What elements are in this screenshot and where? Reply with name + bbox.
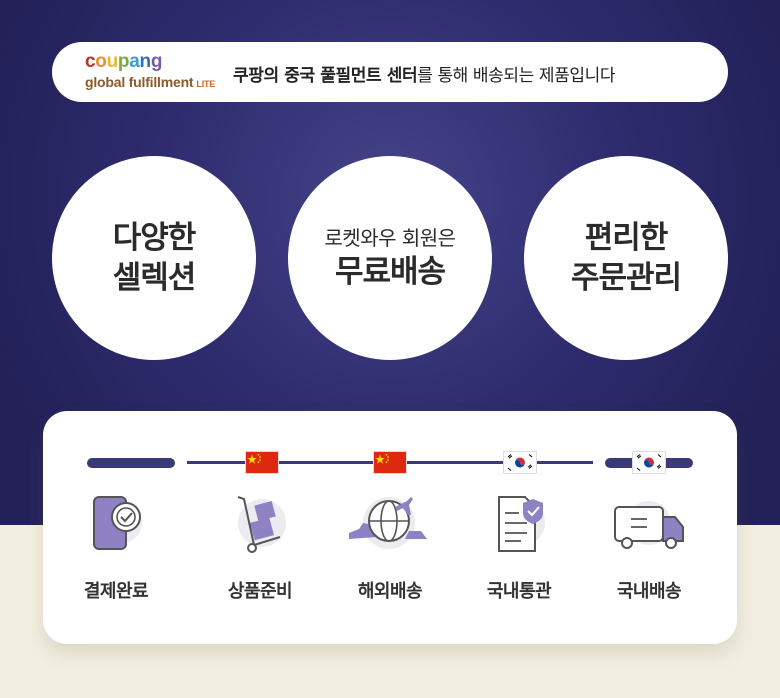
step-label: 국내통관 [486, 581, 552, 602]
feature-circle-order-management: 편리한 주문관리 [524, 156, 728, 360]
process-step-domestic-delivery: 국내배송 [586, 493, 712, 603]
feature-small-text: 로켓와우 회원은 [324, 226, 456, 250]
china-flag-icon [245, 451, 279, 474]
feature-circle-free-shipping: 로켓와우 회원은 무료배송 [288, 156, 492, 360]
feature-line1: 편리한 [584, 220, 669, 256]
logo-lite-label: LITE [196, 79, 216, 89]
korea-flag-icon [503, 451, 537, 474]
feature-circle-selection: 다양한 셀렉션 [52, 156, 256, 360]
step-label: 해외배송 [357, 581, 423, 602]
mobile-payment-check-icon [80, 493, 152, 555]
banner-text: 쿠팡의 중국 풀필먼트 센터를 통해 배송되는 제품입니다 [233, 61, 616, 86]
banner-text-bold: 쿠팡의 중국 풀필먼트 센터 [233, 66, 418, 86]
process-step-customs: 국내통관 [456, 493, 582, 603]
process-card: 결제완료 상품준비 해외배송 국내통관 국내배송 [43, 411, 737, 644]
feature-line1: 무료배송 [334, 254, 446, 290]
process-step-preparation: 상품준비 [197, 493, 323, 603]
step-label: 국내배송 [616, 581, 682, 602]
process-step-overseas-shipping: 해외배송 [327, 493, 453, 603]
globe-plane-ship-icon [349, 493, 427, 555]
logo-wordmark: coupang [85, 51, 163, 72]
step-label: 결제완료 [83, 581, 149, 602]
feature-line1: 다양한 [112, 220, 197, 256]
feature-line2: 셀렉션 [112, 260, 197, 296]
feature-line2: 주문관리 [570, 260, 682, 296]
process-step-payment: 결제완료 [53, 493, 179, 603]
korea-flag-icon [632, 451, 666, 474]
document-shield-check-icon [483, 493, 555, 555]
step-label: 상품준비 [227, 581, 293, 602]
banner-text-rest: 를 통해 배송되는 제품입니다 [417, 66, 616, 86]
delivery-truck-icon [613, 493, 685, 555]
track-segment [87, 458, 175, 468]
progress-track [87, 451, 693, 474]
china-flag-icon [373, 451, 407, 474]
hand-truck-boxes-icon [224, 493, 296, 555]
